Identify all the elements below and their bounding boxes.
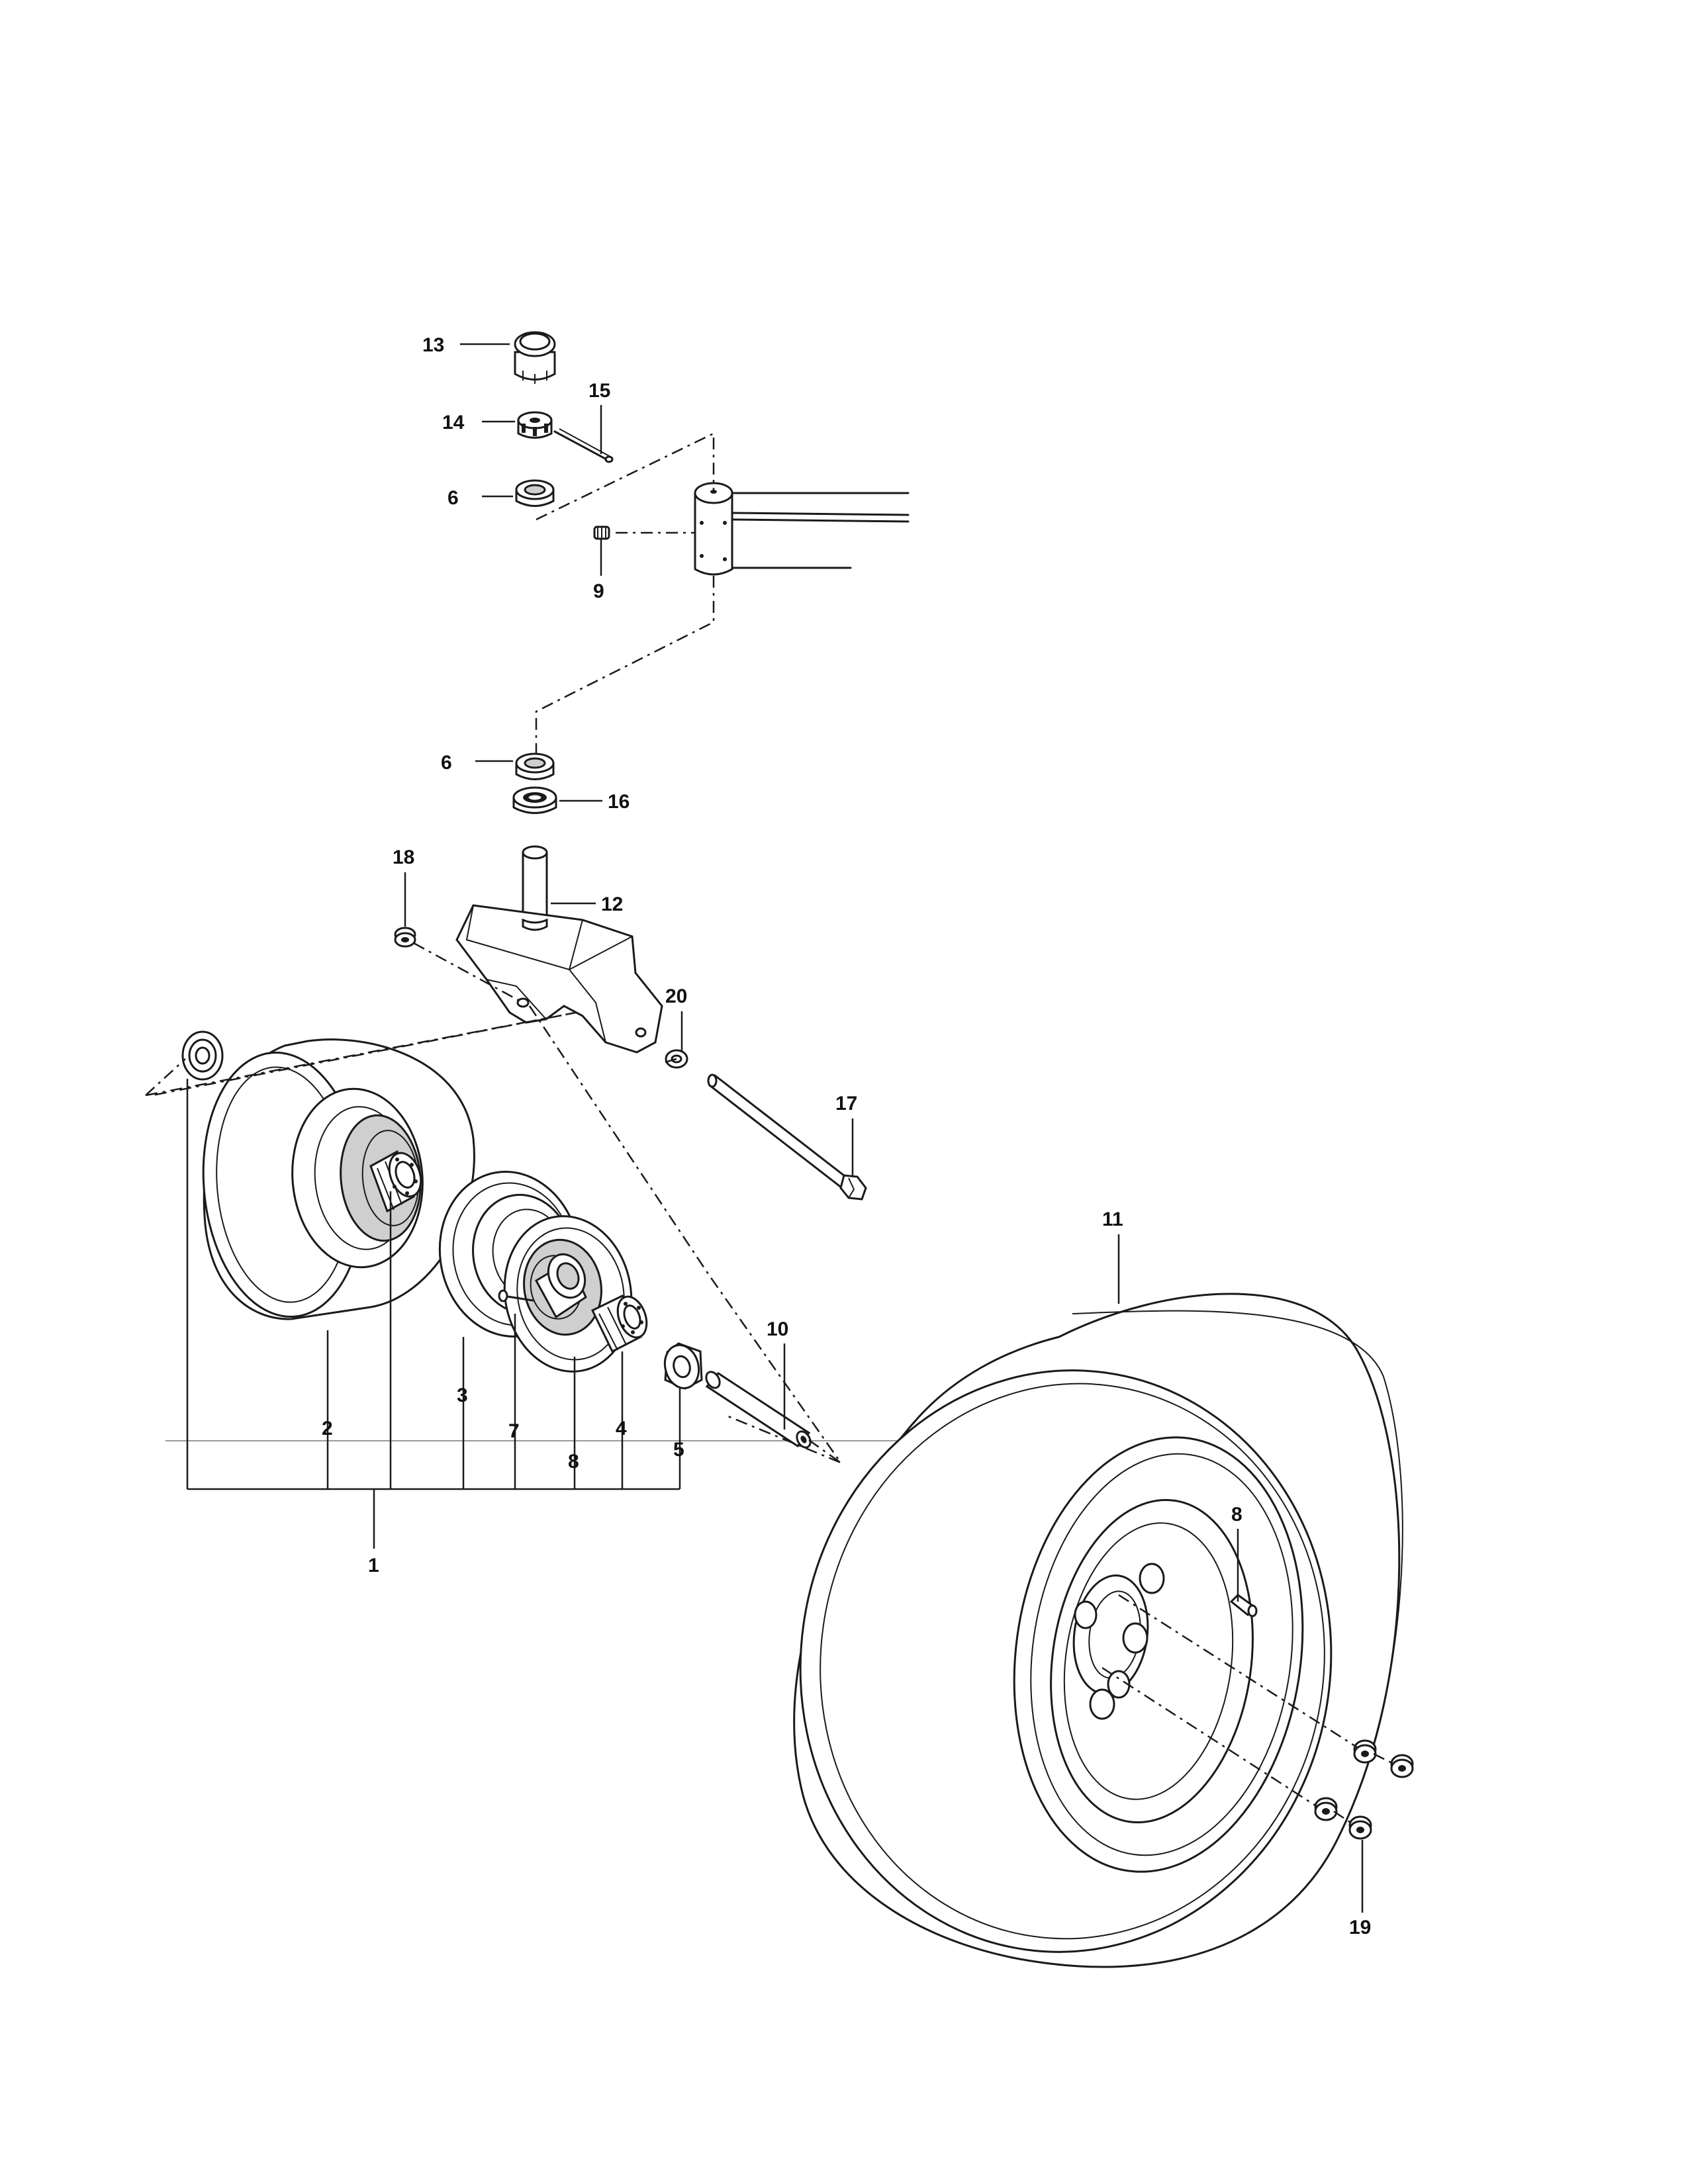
caster-fork-part <box>455 845 663 1054</box>
callout-6-upper: 6 <box>447 487 459 509</box>
callout-15: 15 <box>588 380 610 402</box>
drive-tire-part <box>793 1293 1403 1968</box>
callout-11: 11 <box>1102 1208 1123 1230</box>
hub-roller-part <box>369 1150 422 1213</box>
callout-leaders <box>186 343 1364 1913</box>
callout-8-small: 8 <box>568 1451 579 1473</box>
cotter-pin-part <box>553 428 614 463</box>
lug-nut-upper-left-part <box>1353 1739 1377 1764</box>
callout-19: 19 <box>1349 1917 1371 1938</box>
callout-14: 14 <box>442 412 465 433</box>
spacer-washer-part <box>181 1030 224 1081</box>
bolt-part <box>707 1073 867 1201</box>
spacer-part <box>663 1342 703 1390</box>
callout-9: 9 <box>593 580 604 602</box>
callout-8-large: 8 <box>1231 1504 1243 1525</box>
rim-half-inner-part <box>503 1215 633 1373</box>
grease-fitting-part <box>593 525 610 540</box>
callout-6-lower: 6 <box>441 752 452 774</box>
callout-3: 3 <box>457 1385 468 1406</box>
callout-17: 17 <box>835 1093 857 1115</box>
lug-nut-lower-left-part <box>1314 1797 1338 1821</box>
valve-stem-small-part <box>498 1289 534 1302</box>
castle-nut-part <box>517 411 553 439</box>
callout-10: 10 <box>767 1318 788 1340</box>
caster-tire-part <box>202 1038 475 1320</box>
assembly-lines <box>145 432 1394 1825</box>
seal-part <box>512 786 557 814</box>
spindle-housing-part <box>694 482 910 576</box>
callout-7: 7 <box>508 1420 520 1442</box>
lug-nut-upper-right-part <box>1390 1754 1414 1778</box>
roller-bearing-part <box>590 1294 648 1353</box>
nut-small-part <box>394 927 416 948</box>
bearing-lower-part <box>515 752 555 780</box>
callout-4: 4 <box>616 1418 627 1439</box>
callout-2: 2 <box>322 1418 333 1439</box>
callout-12: 12 <box>601 893 623 915</box>
callout-13: 13 <box>422 334 444 356</box>
callout-5: 5 <box>673 1439 684 1461</box>
callout-20: 20 <box>665 985 687 1007</box>
bearing-upper-part <box>515 479 555 507</box>
callout-labels: 13 14 15 6 9 6 16 18 12 20 17 11 10 3 2 … <box>322 334 1371 1938</box>
callout-1: 1 <box>368 1555 379 1576</box>
dust-cap-part <box>514 331 556 384</box>
callout-16: 16 <box>608 791 630 813</box>
lug-nut-lower-right-part <box>1348 1815 1372 1840</box>
axle-sleeve-part <box>705 1371 812 1449</box>
callout-18: 18 <box>393 846 414 868</box>
